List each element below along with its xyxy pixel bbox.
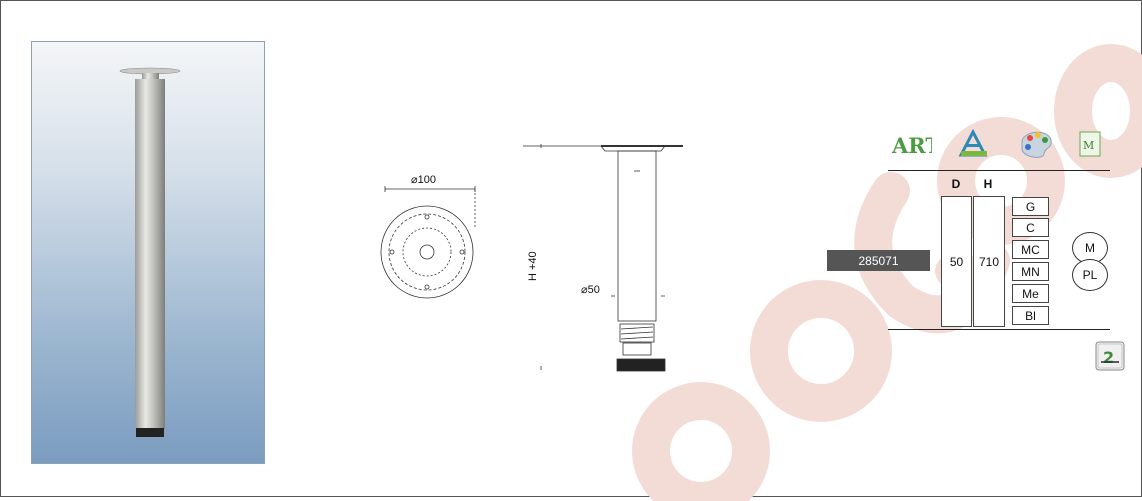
table-bottom-rule bbox=[888, 329, 1110, 330]
technical-drawing: ⌀100 H +40 ⌀50 bbox=[371, 131, 691, 391]
article-code: 285071 bbox=[827, 250, 930, 271]
manual-icon[interactable]: M bbox=[1079, 131, 1101, 157]
material-badge-pl: PL bbox=[1072, 259, 1108, 291]
finish-option: Me bbox=[1012, 284, 1049, 303]
next-page-icon[interactable]: 2 bbox=[1095, 341, 1125, 371]
palette-icon[interactable] bbox=[1016, 126, 1056, 160]
height-label: H +40 bbox=[527, 251, 539, 281]
table-top-rule bbox=[888, 170, 1110, 171]
table-leg-image bbox=[119, 67, 181, 437]
drawing-lines: ⌀100 H +40 ⌀50 bbox=[380, 144, 683, 372]
svg-text:2: 2 bbox=[1103, 348, 1114, 367]
triangle-logo-icon[interactable] bbox=[958, 129, 990, 159]
svg-text:ART.: ART. bbox=[891, 133, 932, 158]
product-photo bbox=[31, 41, 265, 464]
diameter-label: ⌀100 bbox=[411, 174, 436, 186]
finish-option: C bbox=[1012, 218, 1049, 237]
finish-option: G bbox=[1012, 197, 1049, 216]
height-value: 710 bbox=[973, 196, 1005, 327]
finish-option: MC bbox=[1012, 240, 1049, 259]
finish-option: Bl bbox=[1012, 306, 1049, 325]
material-badge-m: M bbox=[1072, 232, 1108, 264]
art-logo-icon[interactable]: ART. bbox=[890, 129, 932, 159]
tube-diameter-label: ⌀50 bbox=[581, 284, 600, 296]
finish-option: MN bbox=[1012, 262, 1049, 281]
svg-text:M: M bbox=[1083, 139, 1094, 152]
col-header-h: H bbox=[983, 177, 993, 191]
col-header-d: D bbox=[951, 177, 961, 191]
diameter-value: 50 bbox=[941, 196, 972, 327]
